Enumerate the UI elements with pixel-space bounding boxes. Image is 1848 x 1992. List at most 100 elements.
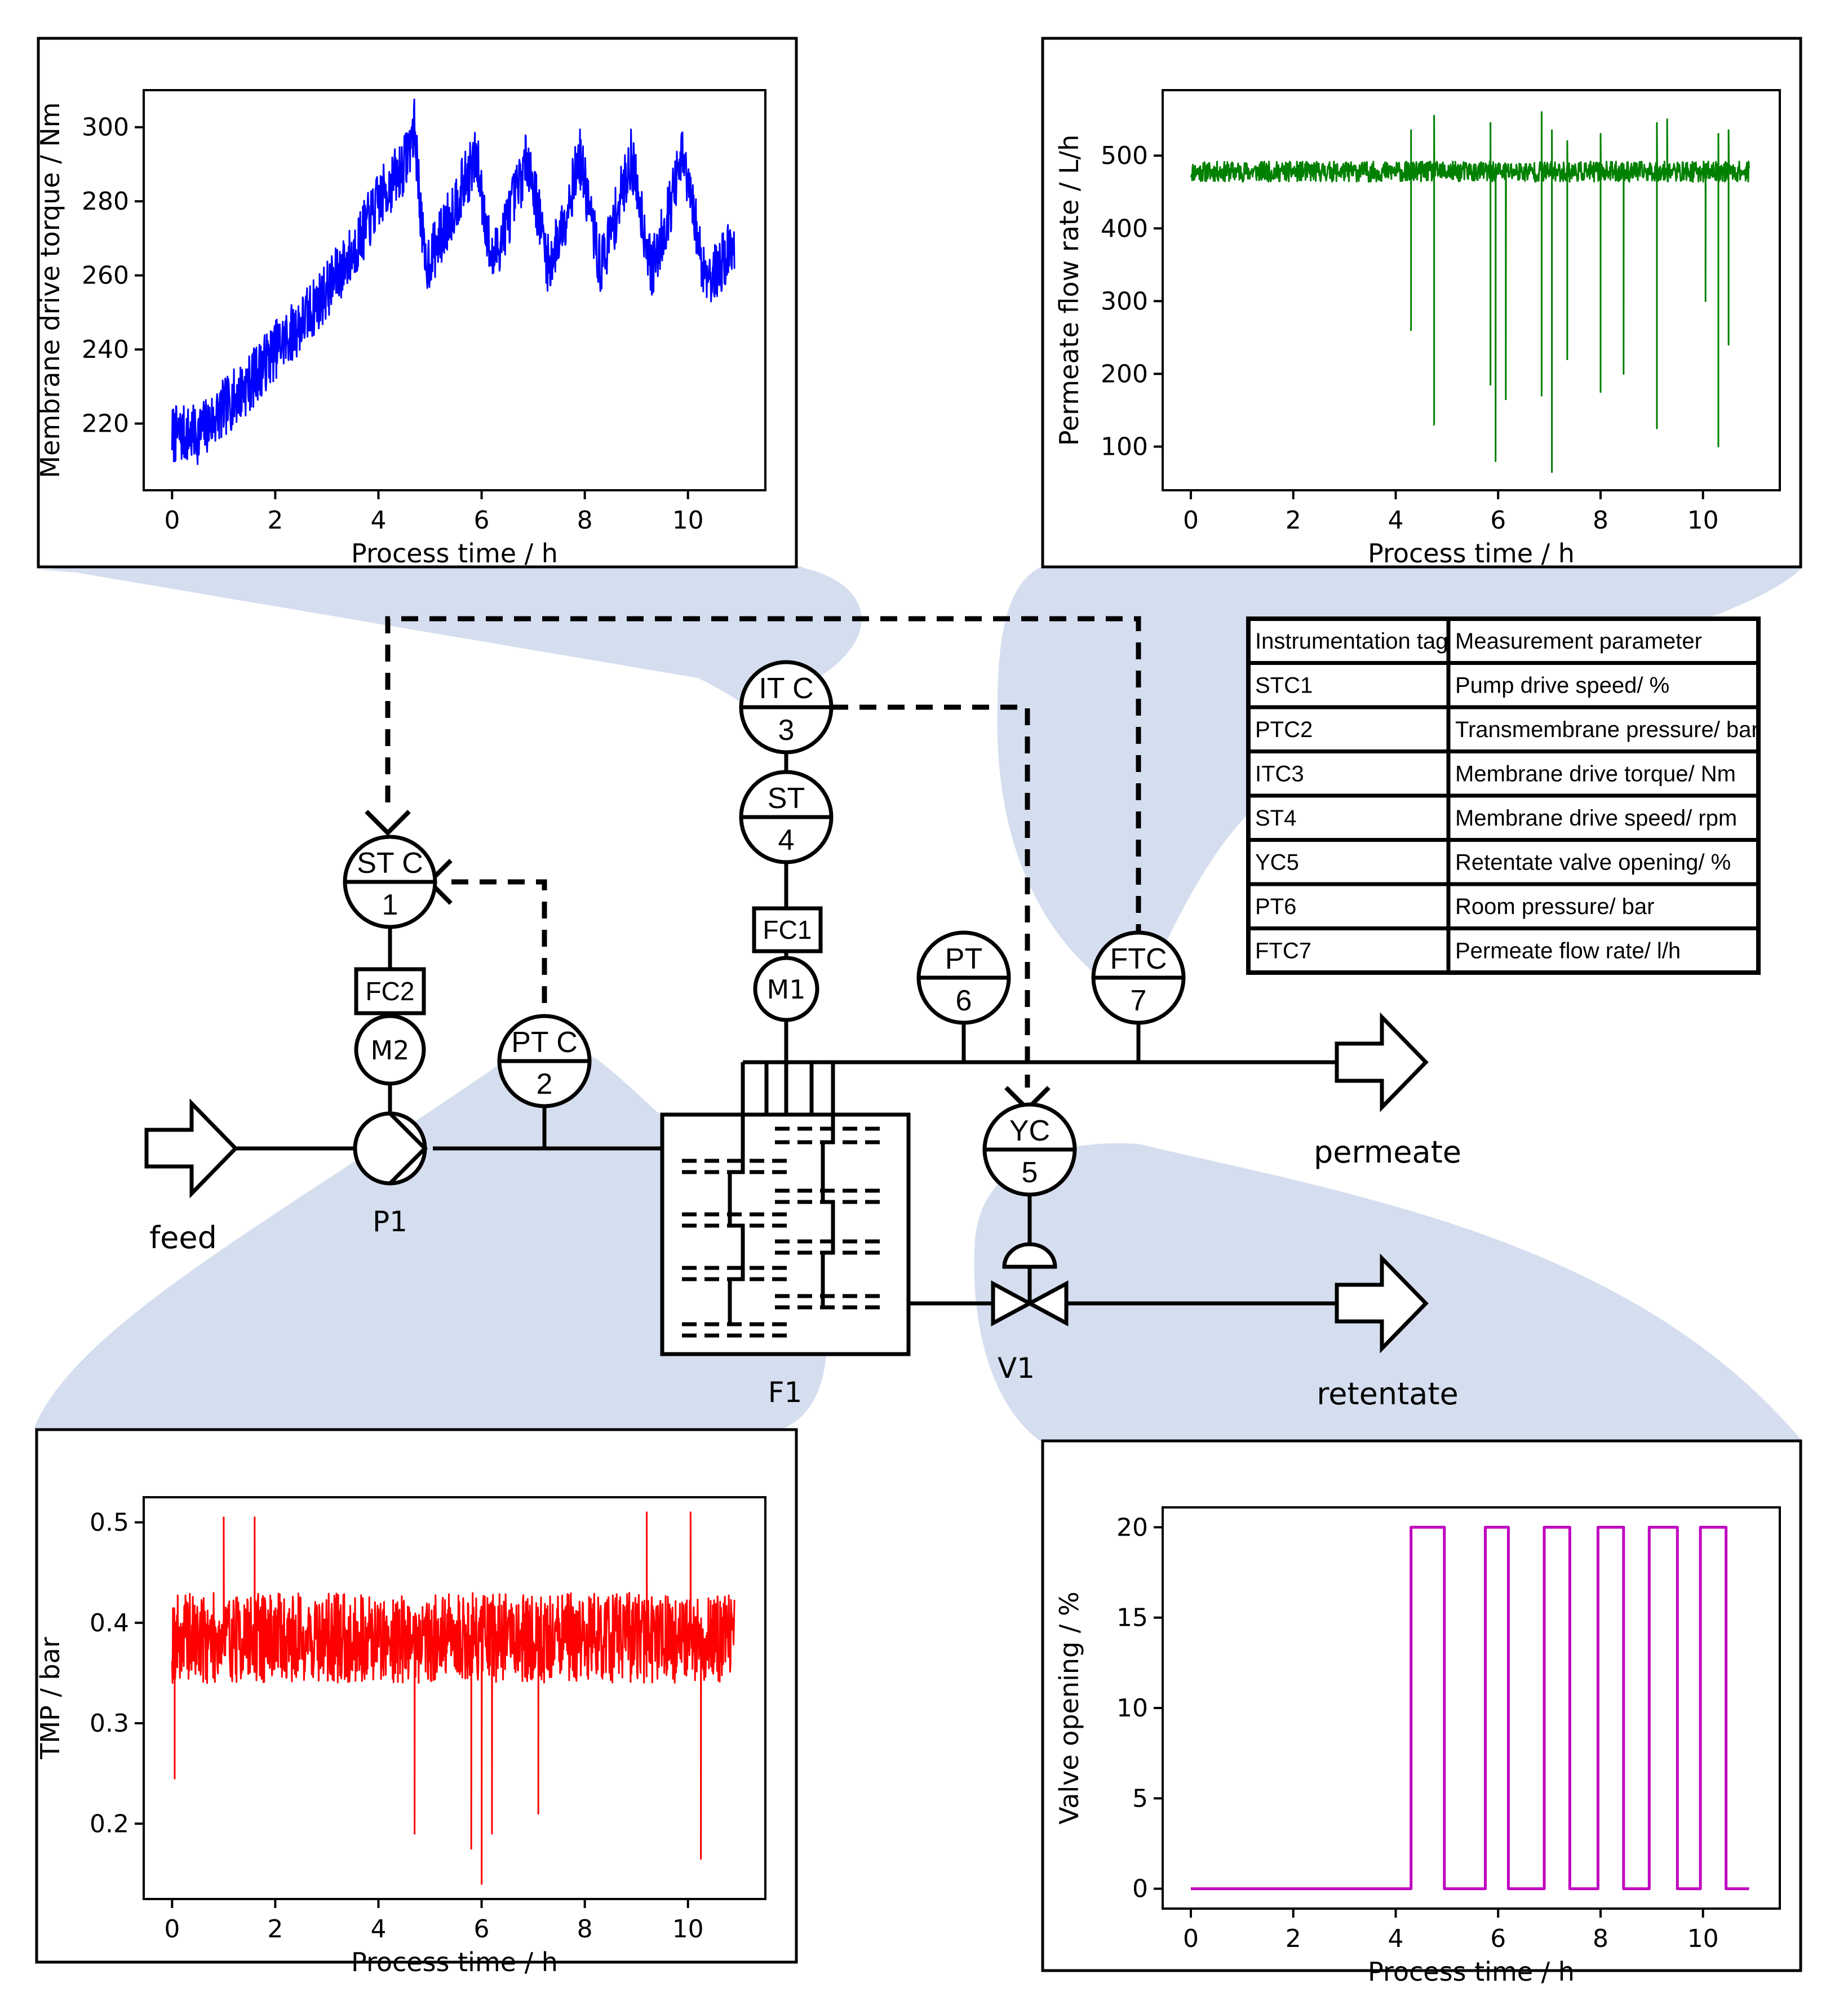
flow-ytick-label: 300 (1101, 287, 1148, 316)
instrument-itc3-number: 3 (778, 714, 795, 747)
valve-ytick-label: 15 (1116, 1604, 1148, 1632)
legend-cell-tag: PTC2 (1255, 717, 1313, 742)
fc1-frame (752, 906, 823, 953)
instrument-legend-table: Instrumentation tag Measurement parameter… (1246, 616, 1761, 975)
motor-m1: M1 (753, 956, 819, 1022)
torque-ytick-label: 300 (82, 113, 129, 142)
valve-ytick-label: 10 (1116, 1694, 1148, 1723)
legend-header-tag: Instrumentation tag (1255, 629, 1448, 654)
tmp-xtick-label: 10 (672, 1915, 704, 1944)
flow-series-line (1190, 111, 1750, 473)
flow-ylabel: Permeate flow rate / L/h (1054, 135, 1084, 446)
flow-chart-frame (1041, 37, 1802, 569)
pump-icon (353, 1111, 428, 1186)
legend-header-parameter: Measurement parameter (1455, 629, 1702, 654)
instrument-stc1: ST C 1 (343, 835, 437, 929)
legend-cell-tag: ITC3 (1255, 762, 1304, 787)
legend-cell-parameter: Membrane drive speed/ rpm (1455, 806, 1737, 831)
torque-xtick-label: 10 (672, 506, 704, 535)
instrument-itc3-tag: IT C (759, 672, 813, 705)
flow-xtick-label: 2 (1286, 506, 1301, 535)
torque-xtick-label: 8 (577, 506, 593, 535)
motor-m1-label: M1 (767, 974, 806, 1005)
valve-xlabel: Process time / h (1368, 1956, 1575, 1987)
permeate-arrow-icon (1335, 1012, 1429, 1112)
motor-m2-label: M2 (371, 1035, 410, 1066)
torque-xtick-label: 0 (164, 506, 180, 535)
instrument-ftc7: FTC 7 (1091, 930, 1186, 1025)
instrument-yc5: YC5 (982, 1102, 1077, 1197)
instrument-itc3: IT C 3 (739, 660, 834, 755)
motor-m2-icon (354, 1014, 426, 1086)
instrument-ftc7-tag: FTC (1110, 943, 1167, 975)
legend-cell-tag: STC1 (1255, 673, 1313, 698)
feed-label: feed (149, 1220, 217, 1255)
torque-ytick-label: 280 (82, 187, 129, 216)
valve-xtick-label: 0 (1183, 1924, 1199, 1953)
flow-xtick-label: 4 (1388, 506, 1403, 535)
process-piping (237, 746, 1336, 1306)
process-labels: feed P1 F1 V1 permeate retentate (149, 1134, 1461, 1412)
itc3-to-yc5-signal (831, 704, 1030, 1088)
fc1-box: FC1 (752, 906, 823, 953)
tmp-cone (34, 1031, 827, 1428)
legend-cell-tag: PT6 (1255, 894, 1296, 919)
motor-m2: M2 (354, 1014, 426, 1086)
torque-xlabel: Process time / h (351, 538, 558, 569)
torque-ylabel: Membrane drive torque / Nm (35, 102, 65, 478)
flow-ytick-label: 500 (1101, 141, 1148, 170)
instrument-stc1-number: 1 (382, 889, 398, 921)
tmp-xtick-label: 2 (267, 1915, 283, 1944)
legend-cell-tag: ST4 (1255, 806, 1296, 831)
valve-label: V1 (998, 1352, 1035, 1385)
fc2-box: FC2 (354, 967, 426, 1015)
flow-xtick-label: 10 (1687, 506, 1719, 535)
valve-xtick-label: 4 (1388, 1924, 1403, 1953)
instrument-ftc7-number: 7 (1131, 984, 1147, 1017)
fc1-label: FC1 (763, 915, 812, 944)
motor-m1-icon (753, 956, 819, 1022)
flow-axes-frame (1162, 89, 1781, 491)
instrument-ptc2-tag: PT C (511, 1026, 578, 1059)
flow-xtick-label: 6 (1490, 506, 1506, 535)
retentate-arrow-icon (1335, 1253, 1429, 1354)
flow-xtick-label: 0 (1183, 506, 1199, 535)
valve-chart-frame (1041, 1439, 1802, 1972)
tmp-xtick-label: 8 (577, 1915, 593, 1944)
control-valve-icon (991, 1242, 1069, 1326)
pump-label: P1 (373, 1205, 407, 1238)
torque-axes-frame (143, 89, 766, 491)
fc2-frame (354, 967, 426, 1015)
instrument-yc5-tag: YC (1009, 1115, 1050, 1147)
legend-cell-parameter: Retentate valve opening/ % (1455, 850, 1731, 875)
valve-ytick-label: 0 (1132, 1875, 1148, 1904)
tmp-series-line (171, 1511, 735, 1885)
retentate-label: retentate (1317, 1376, 1459, 1412)
legend-cell-parameter: Membrane drive torque/ Nm (1455, 762, 1736, 787)
tmp-ytick-label: 0.3 (90, 1709, 129, 1738)
valve-xtick-label: 10 (1687, 1924, 1719, 1953)
permeate-label: permeate (1314, 1134, 1461, 1170)
instrument-st4-number: 4 (778, 824, 795, 857)
instrument-stc1-tag: ST C (357, 847, 423, 880)
flow-cone (997, 566, 1803, 1003)
membrane-filter (660, 1112, 911, 1356)
torque-ytick-label: 240 (82, 335, 129, 364)
valve-xtick-label: 2 (1286, 1924, 1301, 1953)
legend-cell-tag: FTC7 (1255, 939, 1311, 964)
ftc7-to-stc1-signal (385, 616, 1141, 941)
instrument-pt6-tag: PT (945, 943, 982, 975)
torque-ytick-label: 260 (82, 261, 129, 290)
tmp-ytick-label: 0.4 (90, 1609, 129, 1638)
instrument-st4: ST4 (739, 770, 834, 864)
legend-cell-parameter: Pump drive speed/ % (1455, 673, 1669, 698)
flow-xlabel: Process time / h (1368, 538, 1575, 569)
torque-series-line (171, 98, 735, 465)
legend-cell-tag: YC5 (1255, 850, 1299, 875)
